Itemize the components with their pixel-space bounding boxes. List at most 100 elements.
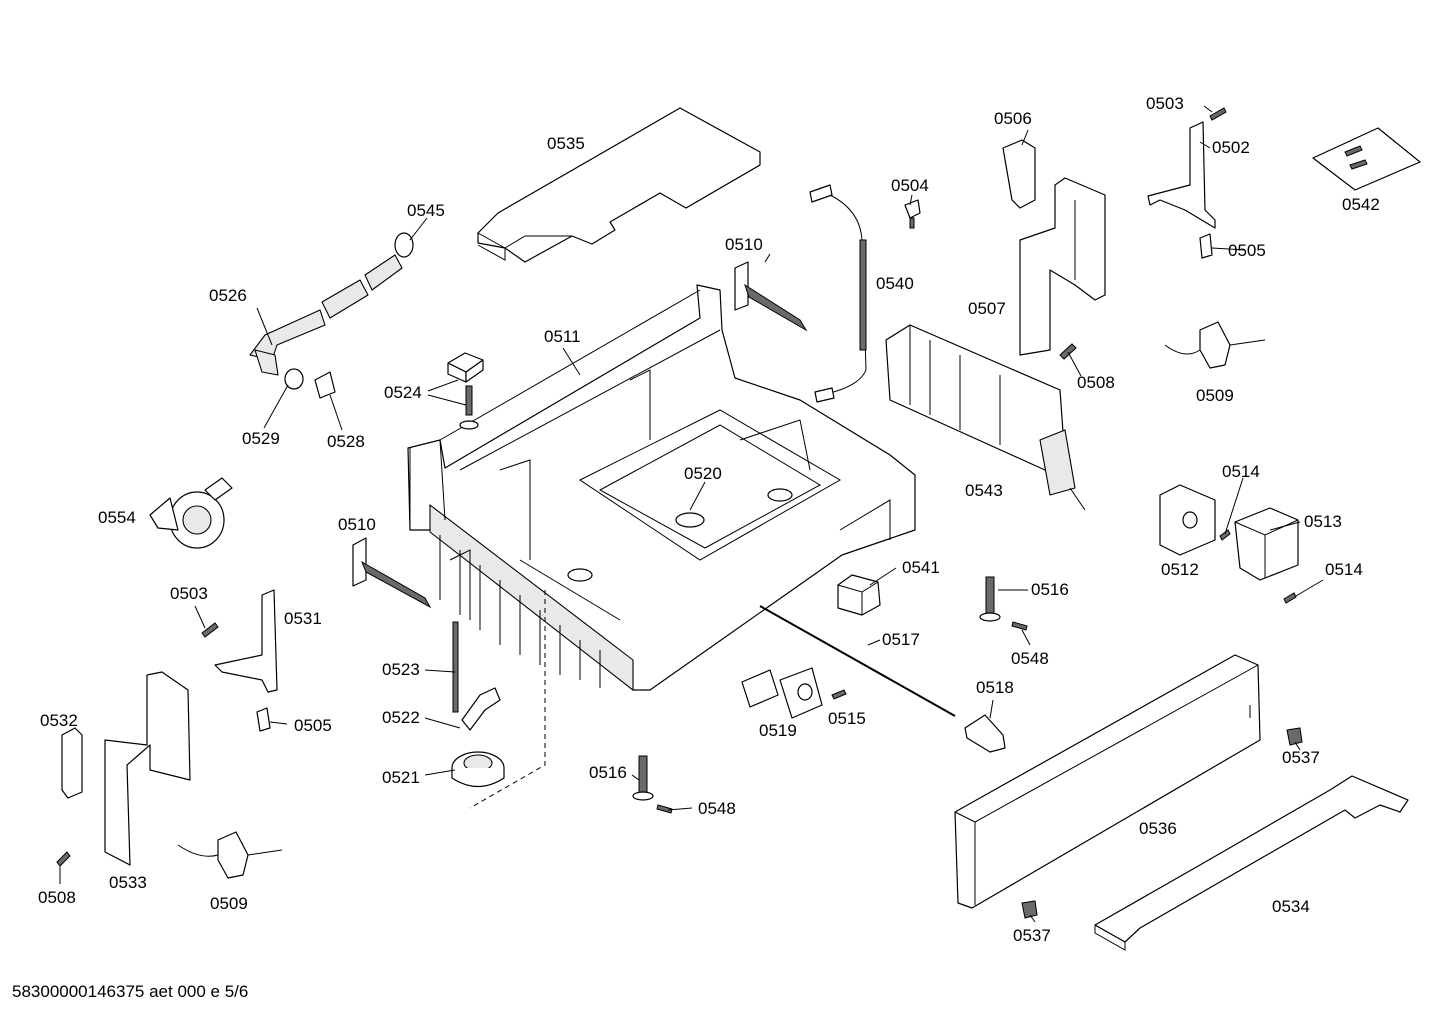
part-label-0502[interactable]: 0502 [1212, 138, 1250, 157]
part-label-0510[interactable]: 0510 [725, 235, 763, 254]
part-label-0540[interactable]: 0540 [876, 274, 914, 293]
part-label-0535[interactable]: 0535 [547, 134, 585, 153]
part-label-0528[interactable]: 0528 [327, 432, 365, 451]
part-label-0543[interactable]: 0543 [965, 481, 1003, 500]
part-0529-clip [284, 368, 304, 390]
part-label-0534[interactable]: 0534 [1272, 897, 1310, 916]
part-label-0520[interactable]: 0520 [684, 464, 722, 483]
part-label-0514[interactable]: 0514 [1325, 560, 1363, 579]
part-label-0521[interactable]: 0521 [382, 768, 420, 787]
part-0509-switch-lower [177, 831, 283, 879]
part-0524-float [447, 352, 484, 430]
part-0533-side-panel [104, 671, 191, 866]
part-label-0531[interactable]: 0531 [284, 609, 322, 628]
part-label-0504[interactable]: 0504 [891, 176, 929, 195]
part-0519-valve [741, 667, 823, 719]
part-label-0509[interactable]: 0509 [1196, 386, 1234, 405]
part-0541-relay [837, 574, 881, 616]
leader-lines [59, 105, 1324, 923]
part-0513-cap [1234, 507, 1299, 581]
document-id: 58300000146375 aet 000 e 5/6 [12, 982, 249, 1001]
part-0532-cover [61, 727, 83, 799]
part-0548-screw-lower [656, 804, 673, 814]
part-0514-screw-lower [1283, 592, 1297, 604]
part-label-0537[interactable]: 0537 [1013, 926, 1051, 945]
part-0508-screw-lower [56, 851, 71, 867]
part-label-0536[interactable]: 0536 [1139, 819, 1177, 838]
assembly-line-0521 [469, 590, 546, 809]
part-0522-lever [461, 687, 501, 731]
part-0514-screw-upper [1219, 529, 1231, 541]
part-label-0508[interactable]: 0508 [1077, 373, 1115, 392]
part-label-0542[interactable]: 0542 [1342, 195, 1380, 214]
part-0526-drain-hose [249, 254, 403, 376]
part-0528-bracket [314, 371, 336, 399]
part-0536-front-panel [954, 654, 1261, 909]
part-label-0508[interactable]: 0508 [38, 888, 76, 907]
part-0545-hose-clamp [394, 232, 414, 258]
part-0554-pump [149, 477, 233, 549]
part-label-0514[interactable]: 0514 [1222, 462, 1260, 481]
part-0516-screw-upper [979, 576, 1001, 622]
part-label-0516[interactable]: 0516 [589, 763, 627, 782]
part-0510-spring-lower [352, 537, 432, 609]
part-0548-screw-upper [1011, 621, 1028, 631]
part-0517-rod [759, 605, 956, 717]
part-label-0503[interactable]: 0503 [1146, 94, 1184, 113]
part-label-0503[interactable]: 0503 [170, 584, 208, 603]
part-0505-clip-upper [1199, 233, 1213, 259]
part-label-0505[interactable]: 0505 [294, 716, 332, 735]
part-0521-sump-cover [451, 751, 505, 788]
part-label-0529[interactable]: 0529 [242, 429, 280, 448]
part-label-0523[interactable]: 0523 [382, 660, 420, 679]
part-0523-level-rod [452, 621, 459, 713]
part-label-0548[interactable]: 0548 [1011, 649, 1049, 668]
part-0503-screw-upper [1209, 107, 1227, 121]
part-label-0548[interactable]: 0548 [698, 799, 736, 818]
part-0540-cable [809, 184, 867, 403]
part-label-0516[interactable]: 0516 [1031, 580, 1069, 599]
part-0537-screw-lower [1021, 900, 1038, 919]
part-0542-screw-bag [1312, 127, 1421, 191]
part-0512-holder [1159, 484, 1216, 556]
part-0515-screw [831, 689, 847, 700]
part-0502-bracket [1147, 121, 1216, 229]
part-label-0509[interactable]: 0509 [210, 894, 248, 913]
part-0509-switch-upper [1164, 321, 1266, 369]
part-0504-sensor [904, 199, 921, 229]
part-label-0513[interactable]: 0513 [1304, 512, 1342, 531]
part-label-0515[interactable]: 0515 [828, 709, 866, 728]
part-label-0517[interactable]: 0517 [882, 630, 920, 649]
part-label-0506[interactable]: 0506 [994, 109, 1032, 128]
part-label-0518[interactable]: 0518 [976, 678, 1014, 697]
part-0518-knob [964, 714, 1006, 753]
part-label-0537[interactable]: 0537 [1282, 748, 1320, 767]
part-0535-cover-plate [477, 107, 761, 263]
part-0531-bracket [214, 589, 278, 693]
part-label-0507[interactable]: 0507 [968, 299, 1006, 318]
part-label-0541[interactable]: 0541 [902, 558, 940, 577]
part-0537-screw-upper [1286, 727, 1303, 746]
part-label-0512[interactable]: 0512 [1161, 560, 1199, 579]
part-label-0545[interactable]: 0545 [407, 201, 445, 220]
part-label-0533[interactable]: 0533 [109, 873, 147, 892]
part-label-0510[interactable]: 0510 [338, 515, 376, 534]
part-label-0554[interactable]: 0554 [98, 508, 136, 527]
part-0507-bracket [1019, 177, 1106, 356]
part-0511-base-tub [407, 284, 916, 691]
part-0534-base-strip [1094, 775, 1409, 951]
part-label-0519[interactable]: 0519 [759, 721, 797, 740]
part-label-0505[interactable]: 0505 [1228, 241, 1266, 260]
part-0506-cover [1002, 139, 1036, 209]
part-0510-spring-upper [734, 261, 808, 332]
part-0508-screw-upper [1059, 343, 1077, 360]
part-label-0524[interactable]: 0524 [384, 383, 422, 402]
part-label-0522[interactable]: 0522 [382, 708, 420, 727]
part-0505-clip-lower [256, 707, 271, 732]
part-0503-screw-lower [201, 622, 219, 638]
part-0543-control-module [885, 324, 1076, 496]
part-label-0526[interactable]: 0526 [209, 286, 247, 305]
part-label-0511[interactable]: 0511 [544, 327, 581, 346]
part-label-0532[interactable]: 0532 [40, 711, 78, 730]
